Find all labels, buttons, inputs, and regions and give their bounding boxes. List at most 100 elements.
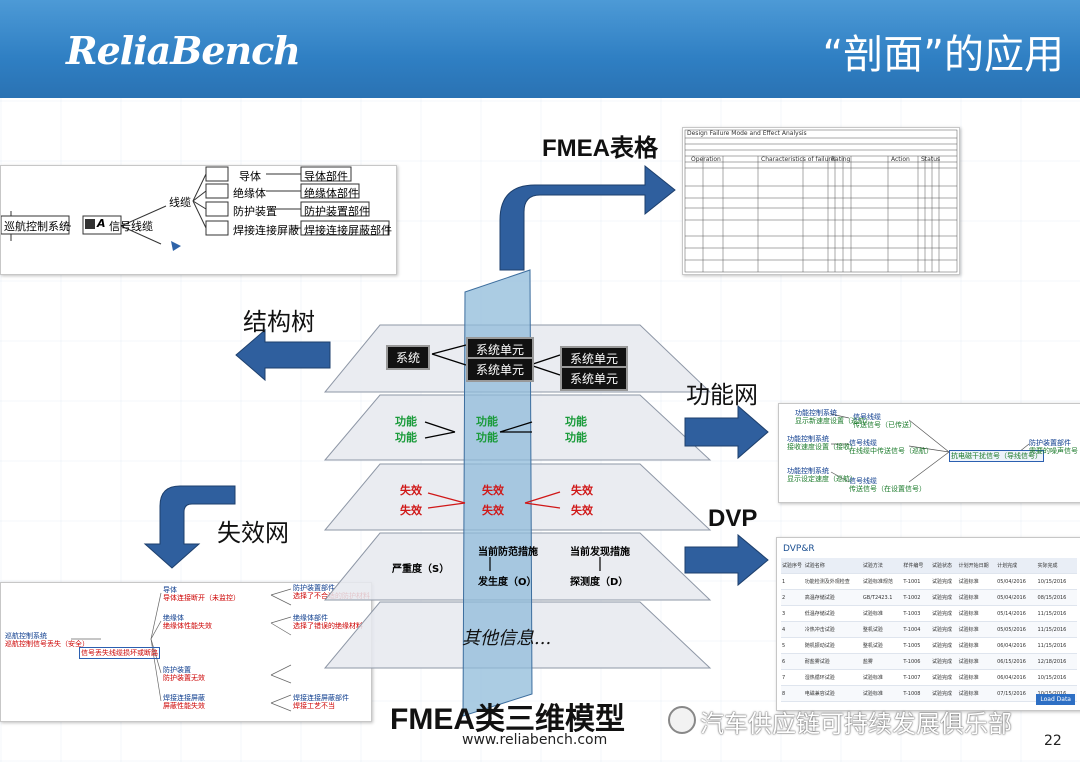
- dvp-cell: 试验标准: [958, 691, 979, 697]
- tree-root: 巡航控制系统: [4, 220, 70, 233]
- dvp-cell: 2: [782, 594, 786, 601]
- fail-n7r: 焊接工艺不当: [293, 702, 335, 710]
- header-bar: ReliaBench “剖面”的应用: [0, 0, 1080, 98]
- dvp-header-cell: 试验状态: [931, 563, 952, 569]
- fn-node-3: 功能控制系统: [787, 435, 829, 443]
- dvp-cell: 06/04/2016: [997, 674, 1026, 681]
- fmea-mini-col-5: Status: [921, 156, 941, 163]
- dvp-load-button[interactable]: Load Data: [1036, 694, 1075, 705]
- tree-item-right-2: 绝缘体部件: [304, 187, 359, 200]
- dvp-cell: 11/15/2016: [1037, 610, 1067, 617]
- tree-item-left-3: 防护装置: [233, 205, 277, 218]
- dvp-cell: 11/15/2016: [1037, 642, 1067, 649]
- dvp-cell: 冷热冲击试验: [804, 627, 835, 633]
- fn-node-5: 功能控制系统: [787, 467, 829, 475]
- fail-n6: 焊接连接屏蔽: [163, 694, 205, 702]
- page-number: 22: [1044, 733, 1062, 749]
- dvp-cell: 盐雾: [862, 659, 873, 665]
- dvp-cell: 试验标准: [862, 691, 883, 697]
- detection-measure-label: 当前发现措施: [570, 547, 630, 558]
- dvp-cell: T-1007: [903, 674, 921, 681]
- dvp-cell: 试验标准规范: [862, 579, 893, 585]
- dvp-cell: 05/14/2016: [997, 610, 1026, 617]
- dvp-cell: T-1001: [903, 578, 921, 585]
- arrow-to-failure: [143, 485, 236, 569]
- fail-n3r: 绝缘体性能失效: [163, 622, 212, 630]
- func-l2: 功能: [395, 431, 417, 444]
- arrow-to-structure: [235, 328, 331, 382]
- fail-n5: 防护装置: [163, 666, 191, 674]
- fail-root-red: 巡航控制信号丢失（安全）: [5, 640, 89, 648]
- dvp-cell: 5: [782, 642, 786, 649]
- func-r1: 功能: [565, 415, 587, 428]
- watermark-icon: [668, 706, 696, 734]
- dvp-cell: 功能检测及外观检查: [804, 579, 850, 585]
- footer-url[interactable]: www.reliabench.com: [462, 732, 608, 748]
- detection-label: 探测度（D）: [570, 577, 629, 588]
- dvp-cell: 8: [782, 690, 786, 697]
- fail-n5r: 防护装置无效: [163, 674, 205, 682]
- fn-node-mid: 抗电磁干扰信号（导线信号）: [949, 450, 1044, 462]
- fail-n4: 绝缘体部件: [293, 614, 328, 622]
- dvp-cell: 06/04/2016: [997, 642, 1026, 649]
- fn-node-1b: 显示新速度设置（巡航）: [795, 417, 872, 425]
- label-dvp: DVP: [708, 505, 758, 532]
- dvp-cell: 试验标准: [958, 579, 979, 585]
- dvp-cell: 05/04/2016: [997, 594, 1026, 601]
- dvp-cell: 试验标准: [958, 611, 979, 617]
- dvp-header-cell: 试验序号: [782, 563, 803, 569]
- dvp-cell: 整机试验: [862, 627, 883, 633]
- dvp-cell: 试验完成: [931, 627, 952, 633]
- dvp-cell: 高温存储试验: [804, 595, 835, 601]
- arrows: [143, 164, 769, 587]
- fail-r2: 失效: [571, 504, 593, 517]
- arrow-to-dvp: [684, 533, 769, 587]
- watermark-text: 汽车供应链可持续发展俱乐部: [700, 710, 1012, 738]
- node-system: 系统: [386, 345, 431, 370]
- dvp-cell: 随机振动试验: [804, 643, 835, 649]
- dvp-cell: T-1002: [903, 594, 921, 601]
- fn-node-4: 信号线缆: [849, 439, 877, 447]
- failure-links: [427, 491, 561, 509]
- arrow-to-fmea: [499, 164, 676, 271]
- label-fmea-table: FMEA表格: [542, 135, 658, 162]
- reliabench-logo: ReliaBench: [66, 28, 301, 73]
- dvp-cell: 试验标准: [958, 675, 979, 681]
- slide-title: “剖面”的应用: [822, 32, 1064, 78]
- dvp-row[interactable]: 8电磁兼容试验试验标准T-1008试验完成试验标准07/15/201610/15…: [781, 686, 1077, 702]
- node-system-unit-2: 系统单元: [466, 357, 535, 382]
- dvp-cell: 6: [782, 658, 786, 665]
- dvp-cell: 试验标准: [958, 595, 979, 601]
- dvp-header-cell: 试验方法: [862, 563, 883, 569]
- fn-node-3b: 接收速度设置（接收）: [787, 443, 857, 451]
- fn-node-2b: 传送信号（已传送）: [853, 421, 916, 429]
- failure-net-lines: [71, 588, 292, 712]
- dvp-cell: 试验完成: [931, 595, 952, 601]
- fail-n1: 导体: [163, 586, 177, 594]
- tree-item-left-4: 焊接连接屏蔽: [233, 224, 299, 237]
- function-net-panel: 功能控制系统 显示新速度设置（巡航） 信号线缆 传送信号（已传送） 功能控制系统…: [778, 403, 1080, 503]
- tree-item-left-2: 绝缘体: [233, 187, 266, 200]
- label-model-title: FMEA类三维模型: [390, 703, 625, 736]
- fmea-mini-col-4: Action: [891, 156, 910, 163]
- occurrence-label: 发生度（O）: [478, 577, 537, 588]
- dvp-cell: 试验完成: [931, 643, 952, 649]
- tree-item-right-4: 焊接连接屏蔽部件: [304, 224, 392, 237]
- fn-node-6b: 传送信号（在设置信号）: [849, 485, 926, 493]
- fn-node-right: 防护装置部件: [1029, 439, 1071, 447]
- func-c1: 功能: [476, 415, 498, 428]
- dvp-header-cell: 实际完成: [1037, 563, 1058, 569]
- dvp-cell: 试验完成: [931, 579, 952, 585]
- fmea-table-panel: Design Failure Mode and Effect Analysis …: [682, 127, 960, 275]
- structure-links: [431, 344, 561, 376]
- dvp-cell: T-1004: [903, 626, 921, 633]
- dvp-cell: 低温存储试验: [804, 611, 835, 617]
